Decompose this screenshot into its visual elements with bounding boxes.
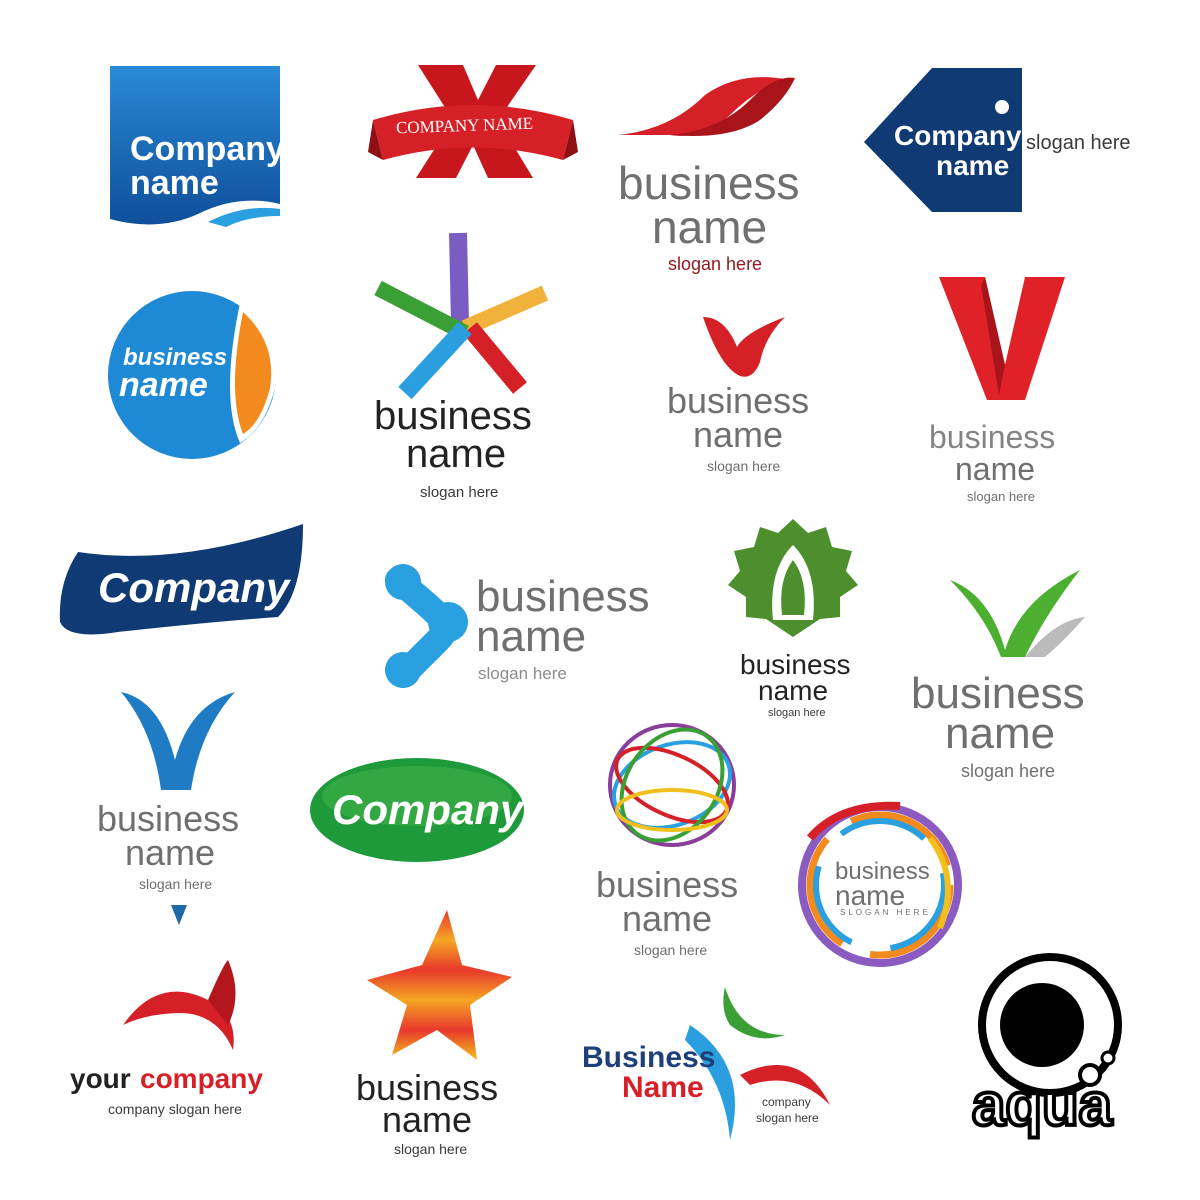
rings-globe-line2: name [622,898,713,939]
red-tulip-slogan: slogan here [707,458,781,474]
navy-wave-shape [59,524,304,635]
red-tulip-shape [703,317,785,377]
logo-blue-square: Company name [108,64,285,234]
blue-square-shape [110,66,280,227]
green-leaf-line1: business [911,669,1085,718]
logo-blue-molecule: business name slogan here [378,560,668,690]
blue-molecule-slogan: slogan here [478,664,567,683]
red-tulip-line2: name [693,414,784,455]
logo-navy-wave: Company [58,522,308,642]
green-oval-text: Company [332,786,524,833]
navy-tag-line1: Company [894,120,1022,151]
red-x-shape [368,65,578,178]
red-swirl-word1: your [70,1063,131,1094]
blue-orange-line1: business [123,344,228,371]
green-leaf-line2: name [945,709,1056,758]
three-arcs-shape [685,987,830,1140]
red-v-line2: name [955,451,1036,487]
green-ornament-shape [728,519,858,637]
striped-star-line2: name [382,1099,473,1140]
red-v-line1: business [929,419,1056,455]
green-ornament-slogan: slogan here [768,707,826,719]
blue-square-line1: Company [130,130,285,168]
blue-molecule-line1: business [476,572,650,621]
rings-globe-line1: business [596,864,739,905]
blue-square-line2: name [130,164,219,202]
rings-globe-shape [608,723,736,847]
blue-v-shape [121,692,235,925]
logo-red-v: business name slogan here [925,275,1085,510]
aqua-bubble-shape [978,953,1122,1097]
blue-v-slogan: slogan here [139,876,213,892]
rings-globe-slogan: slogan here [634,942,708,958]
red-tulip-line1: business [667,380,810,421]
striped-star-slogan: slogan here [394,1141,468,1157]
logo-brush-star: business name slogan here [370,228,560,508]
logo-blue-v: business name slogan here [95,690,265,930]
navy-wave-text: Company [98,564,290,611]
green-ornament-line1: business [740,649,851,680]
navy-tag-slogan: slogan here [1026,132,1131,154]
logo-red-ribbon: business name slogan here [610,70,830,280]
red-swirl-slogan: company slogan here [108,1101,242,1117]
red-swirl-word2: company [140,1063,263,1094]
blue-molecule-line2: name [476,612,587,661]
three-arcs-line2: Name [622,1071,704,1104]
navy-tag-line2: name [936,150,1010,181]
logo-aqua: aqua [970,950,1130,1150]
green-oval-shape [310,758,524,862]
paint-ring-slogan: SLOGAN HERE [840,908,931,917]
brush-star-line1: business [374,394,532,438]
logo-green-leaf-v: business name slogan here [905,565,1115,785]
logo-red-x-banner: COMPANY NAME [368,60,578,185]
paint-ring-shape [798,801,962,967]
striped-star-line1: business [356,1067,499,1108]
navy-tag-shape [864,68,1022,212]
blue-v-line2: name [125,832,216,873]
logo-paint-ring: business name SLOGAN HERE [790,798,970,973]
red-swirl-shape [123,960,236,1050]
brush-star-line2: name [406,432,507,476]
red-ribbon-line1: business [618,157,800,209]
paint-ring-line1: business [835,858,930,885]
blue-v-line1: business [97,798,240,839]
logo-green-oval: Company [308,756,526,864]
logo-red-tulip: business name slogan here [665,312,835,482]
three-arcs-line1: Business [582,1041,716,1074]
red-ribbon-line2: name [652,201,768,253]
logo-striped-star: business name slogan here [352,905,517,1165]
green-leaf-slogan: slogan here [961,761,1056,781]
logo-blue-orange-circle: business name [105,288,285,463]
blue-orange-circle-shape [108,291,277,459]
striped-star-shape [367,910,512,1060]
red-ribbon-shape [618,77,795,136]
three-arcs-slogan2: slogan here [756,1111,819,1125]
logo-navy-tag: Company name slogan here [862,62,1162,222]
three-arcs-slogan1: company [762,1095,811,1109]
green-ornament-line2: name [758,675,829,706]
aqua-text: aqua [970,1069,1114,1140]
red-v-slogan: slogan here [967,489,1035,504]
blue-molecule-shape [385,564,468,688]
brush-star-shape [374,232,549,400]
logo-red-swirl: your company company slogan here [68,955,288,1120]
red-ribbon-slogan: slogan here [668,254,763,274]
paint-ring-line2: name [835,880,906,911]
blue-orange-line2: name [119,366,208,404]
logo-green-ornament: business name slogan here [728,515,858,725]
red-v-shape [939,277,1065,400]
brush-star-slogan: slogan here [420,484,499,501]
logo-three-arcs: Business Name company slogan here [580,985,840,1145]
logo-rings-globe: business name slogan here [592,720,752,960]
green-leaf-shape [950,570,1085,657]
